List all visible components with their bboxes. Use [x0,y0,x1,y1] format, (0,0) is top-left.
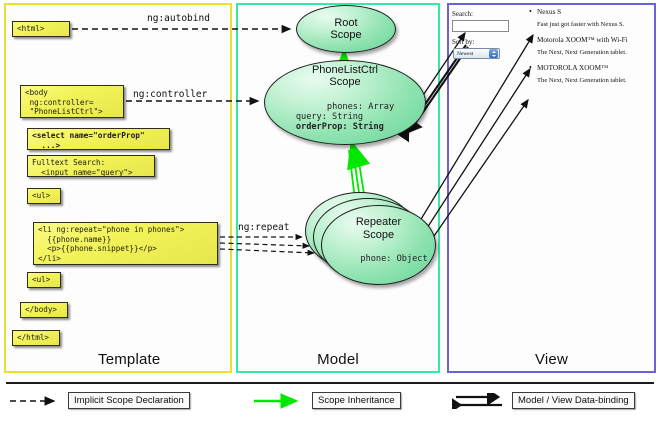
code-box-ul-open: <ul> [27,188,61,204]
legend-model-view-data-binding: Model / View Data-binding [449,387,635,414]
code-box-li-repeat: <li ng:repeat="phone in phones"> {{phone… [33,222,218,265]
phonelistctrl-scope-title-line1: PhoneListCtrl [311,63,379,76]
sort-by-select[interactable]: Newest [453,48,500,59]
phonelistctrl-scope-props-bold: orderProp: String [295,121,384,132]
edge-label-autobind: ng:autobind [147,13,210,24]
list-item[interactable]: MOTOROLA XOOM™ The Next, Next Generation… [528,63,652,84]
repeater-scope-node: Repeater Scope phone: Object [321,205,436,285]
dashed-arrow-icon [8,393,64,409]
phone-snippet: The Next, Next Generation tablet. [537,49,627,56]
repeater-scope-props: phone: Object [360,254,428,264]
phone-list: Nexus S Fast just got faster with Nexus … [528,7,652,92]
search-label: Search: [452,10,473,18]
phone-name: Nexus S [528,7,652,16]
phone-name: MOTOROLA XOOM™ [528,63,652,72]
edge-label-controller: ng:controller [133,89,208,100]
phone-name: Motorola XOOM™ with Wi-Fi [528,35,652,44]
list-item[interactable]: Nexus S Fast just got faster with Nexus … [528,7,652,28]
code-box-html-close: </html> [12,330,60,346]
view-column-title: View [534,351,569,368]
sort-by-selected-value: Newest [457,50,474,57]
code-box-select: <select name="orderProp" ...> [27,128,170,150]
legend-label-inheritance: Scope Inheritance [312,392,401,409]
legend-label-implicit: Implicit Scope Declaration [68,392,190,409]
sort-by-label: Sort by: [452,38,475,46]
phone-snippet: The Next, Next Generation tablet. [537,77,627,84]
repeater-scope-title-line2: Scope [362,228,395,241]
double-arrow-icon [449,387,508,414]
legend-implicit-scope-declaration: Implicit Scope Declaration [8,392,190,409]
rendered-app-view: Search: Sort by: Newest Nexus S Fast jus… [452,7,652,133]
repeater-scope-title-line1: Repeater [355,216,402,228]
code-box-ul-close: <ul> [27,272,61,288]
model-column-title: Model [317,351,359,368]
root-scope-node: Root Scope [296,5,396,53]
phone-snippet: Fast just got faster with Nexus S. [537,21,625,28]
code-box-html-open: <html> [12,21,70,37]
code-box-body-open: <body ng:controller= "PhoneListCtrl"> [20,85,124,118]
code-box-body-close: </body> [20,302,68,318]
search-input[interactable] [452,20,509,32]
legend-label-databinding: Model / View Data-binding [512,392,635,409]
template-column-title: Template [98,351,161,368]
chevron-updown-icon [489,49,498,58]
code-box-search: Fulltext Search: <input name="query"> [27,155,155,177]
legend-scope-inheritance: Scope Inheritance [252,392,401,409]
phonelistctrl-scope-title-line2: Scope [329,76,361,88]
root-scope-title-line2: Scope [330,29,362,41]
edge-label-repeat: ng:repeat [238,222,290,233]
phonelistctrl-scope-node: PhoneListCtrl Scope phones: Array query:… [264,60,426,145]
model-column: Model [236,3,440,373]
green-arrow-icon [252,392,308,409]
legend-divider [6,382,654,384]
root-scope-title-line1: Root [334,16,358,29]
list-item[interactable]: Motorola XOOM™ with Wi-Fi The Next, Next… [528,35,652,56]
phonelistctrl-scope-props: phones: Array query: String [295,101,395,122]
